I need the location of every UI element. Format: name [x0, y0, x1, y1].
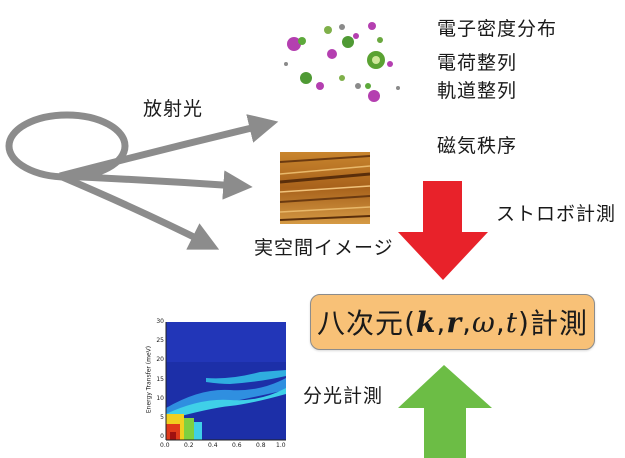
surface-micrograph-image	[280, 152, 370, 224]
label-charge-order: 電荷整列	[437, 52, 518, 74]
label-spectroscopy: 分光計測	[303, 385, 384, 407]
center-open-paren: (	[404, 305, 416, 339]
beam-arrow-bottom	[58, 172, 220, 250]
x-tick: 0.2	[184, 442, 194, 449]
y-tick: 30	[156, 318, 164, 325]
y-tick: 15	[156, 376, 164, 383]
y-tick: 25	[156, 337, 164, 344]
spectral-heatmap-image: Energy Transfer (meV) 30 25 20 15 10 5 0…	[140, 318, 290, 458]
center-prefix: 八次元	[317, 307, 405, 340]
y-tick: 10	[156, 395, 164, 402]
heatmap-y-ticks: 30 25 20 15 10 5 0	[152, 318, 164, 444]
red-down-arrow	[398, 181, 488, 280]
center-comma: ,	[495, 305, 506, 339]
label-electron-density: 電子密度分布	[437, 18, 558, 40]
center-t: t	[505, 305, 518, 339]
green-up-arrow	[398, 365, 492, 458]
label-real-space: 実空間イメージ	[254, 237, 394, 259]
center-omega: ω	[471, 305, 496, 339]
label-orbital-order: 軌道整列	[437, 80, 518, 102]
center-comma: ,	[436, 305, 447, 339]
heatmap-x-ticks: 0.0 0.2 0.4 0.6 0.8 1.0	[160, 442, 290, 452]
beam-arrow-top	[59, 114, 279, 180]
y-tick: 0	[160, 433, 164, 440]
x-tick: 0.4	[208, 442, 218, 449]
center-comma: ,	[462, 305, 472, 339]
electron-density-cloud-icon	[284, 22, 400, 102]
label-strobo: ストロボ計測	[496, 203, 617, 225]
x-tick: 1.0	[276, 442, 286, 449]
center-k: k	[416, 305, 437, 339]
x-tick: 0.8	[256, 442, 266, 449]
label-magnetic-order: 磁気秩序	[437, 135, 518, 157]
beam-arrow-middle	[59, 170, 253, 200]
center-r: r	[446, 305, 463, 339]
center-close-paren: )	[518, 305, 530, 339]
x-tick: 0.0	[160, 442, 170, 449]
y-tick: 5	[160, 414, 164, 421]
y-tick: 20	[156, 356, 164, 363]
label-radiation: 放射光	[143, 98, 204, 120]
center-suffix: 計測	[529, 307, 588, 340]
eight-dimension-box: 八次元 ( k , r , ω , t ) 計測	[310, 294, 595, 350]
x-tick: 0.6	[232, 442, 242, 449]
storage-ring	[5, 111, 129, 181]
